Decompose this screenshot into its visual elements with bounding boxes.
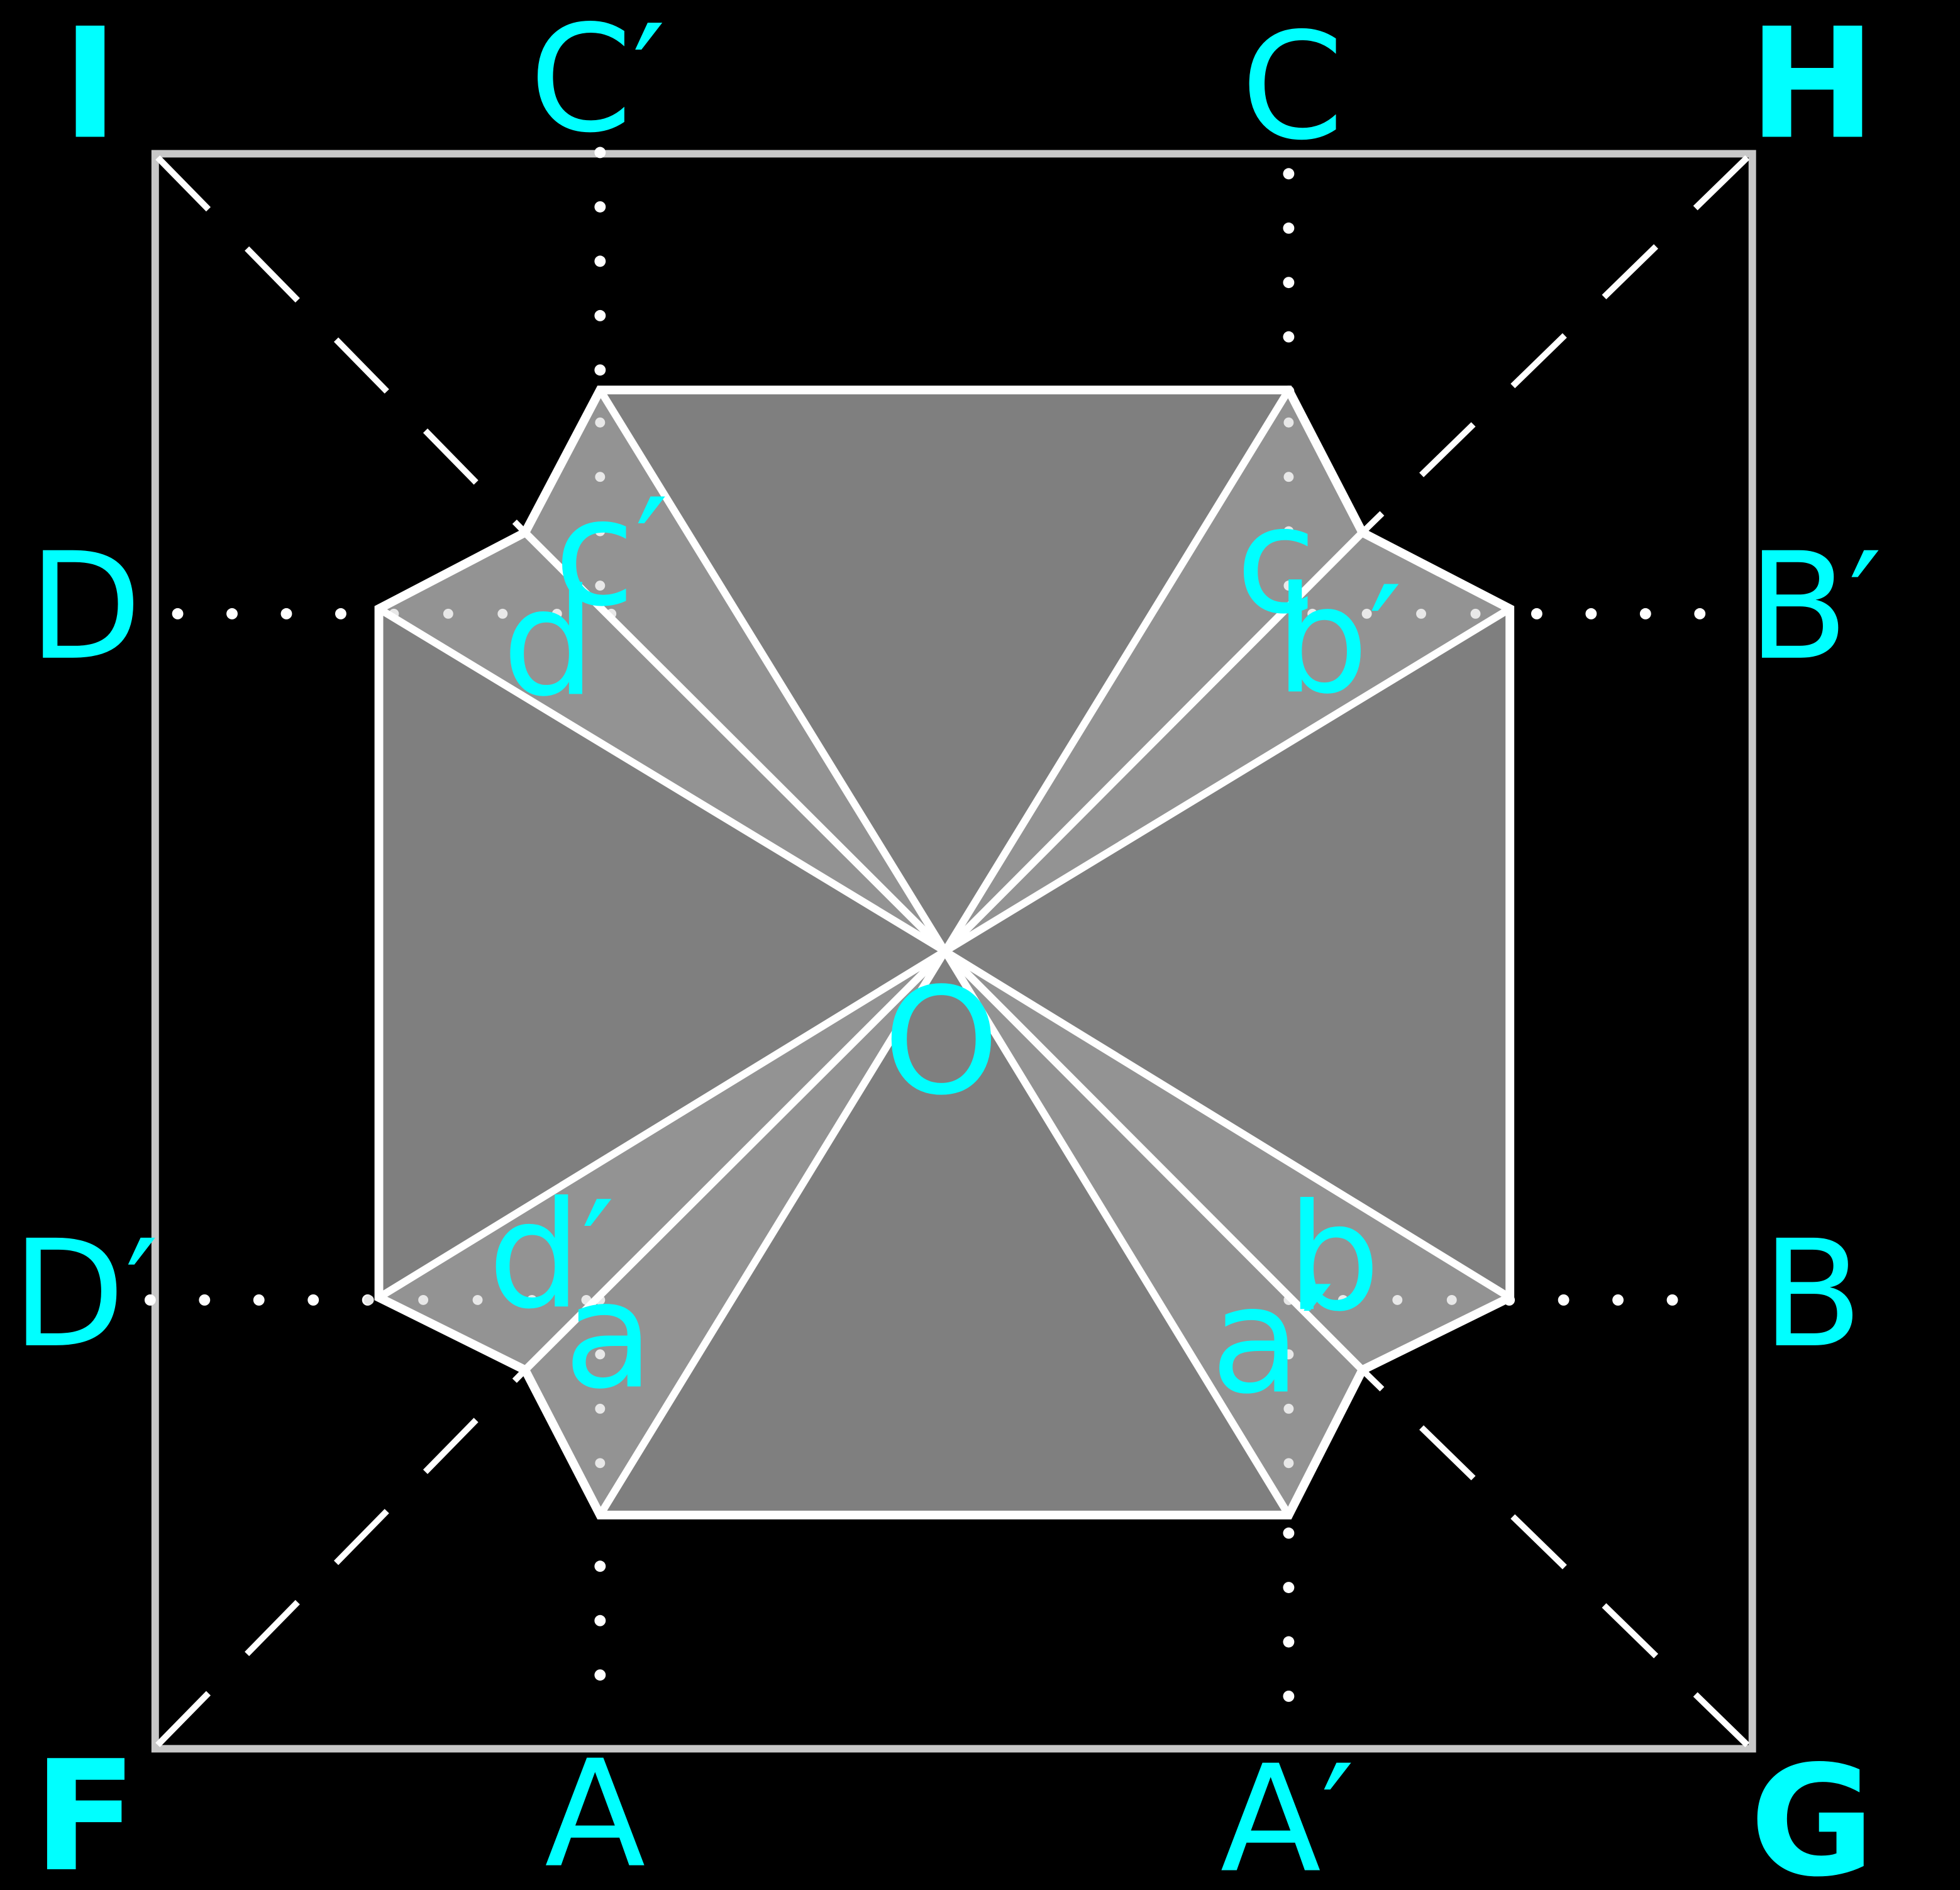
label-inner-b-prime: b′: [1275, 555, 1402, 726]
crease-to-top-right: [941, 386, 1293, 955]
label-bottom-a: A: [545, 1729, 645, 1890]
diagonal-bottom-right: [1360, 1367, 1750, 1748]
face-left: [379, 608, 945, 1298]
label-left-d-prime: D′: [12, 1209, 159, 1381]
label-corner-h: H: [1749, 0, 1876, 173]
label-inner-d-prime: d′: [488, 1170, 615, 1342]
diagonal-top-right: [1360, 155, 1750, 535]
dark-faces: [379, 390, 1510, 1515]
outer-square: [151, 150, 1756, 1753]
label-right-b: B: [1762, 1209, 1863, 1381]
crease-to-bottom-left-notch: [521, 947, 949, 1374]
crease-to-top-left: [596, 386, 949, 955]
face-bottom: [600, 951, 1289, 1515]
crease-to-bottom-right: [941, 947, 1293, 1519]
label-corner-i: I: [62, 0, 118, 173]
crease-lines: [375, 386, 1514, 1519]
label-right-b-prime: B′: [1747, 521, 1882, 693]
label-center-o: O: [883, 956, 1000, 1128]
label-inner-d: d: [502, 557, 595, 729]
crease-to-bottom-left: [596, 947, 949, 1519]
crease-to-right-bottom: [941, 947, 1514, 1301]
diagonal-top-left: [155, 155, 528, 535]
label-inner-c: c: [1236, 475, 1317, 647]
crease-to-right-top: [941, 604, 1514, 955]
label-inner-c-prime: c′: [554, 467, 668, 639]
label-corner-f: F: [33, 1728, 138, 1890]
label-left-d: D: [28, 521, 142, 693]
label-bottom-a-prime: A′: [1221, 1734, 1355, 1890]
dashed-diagonals: [155, 155, 1750, 1748]
crease-to-left-top: [375, 604, 949, 955]
label-inner-a: a: [563, 1250, 654, 1421]
label-inner-a-prime: a′: [1210, 1255, 1334, 1426]
label-top-c-prime: C′: [529, 0, 666, 165]
crease-to-bottom-right-notch: [941, 947, 1366, 1374]
crease-to-top-right-notch: [941, 528, 1366, 955]
diagonal-bottom-left: [155, 1367, 528, 1747]
face-top: [600, 390, 1289, 952]
dotted-guides-inner: [363, 417, 1505, 1505]
label-corner-g: G: [1750, 1733, 1875, 1890]
crease-to-left-bottom: [375, 947, 949, 1301]
face-right: [944, 608, 1510, 1298]
label-top-c: C: [1241, 1, 1344, 173]
label-inner-b: b: [1287, 1172, 1381, 1344]
crease-to-top-left-notch: [521, 528, 949, 955]
